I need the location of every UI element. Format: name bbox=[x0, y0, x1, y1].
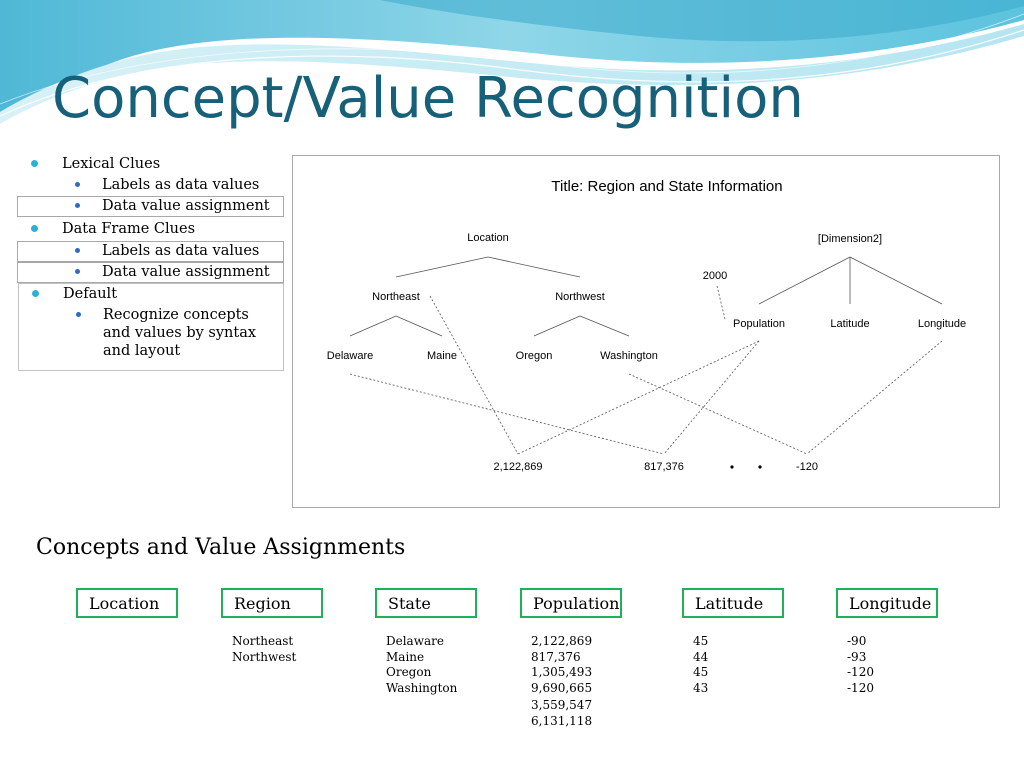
tree-edges bbox=[349, 256, 943, 337]
population-value: 1,305,493 bbox=[531, 665, 593, 679]
latitude-value: 45 bbox=[693, 634, 709, 648]
node-year-2000: 2000 bbox=[703, 270, 727, 282]
node-population: Population bbox=[733, 318, 785, 330]
value-2122869: 2,122,869 bbox=[494, 461, 543, 473]
population-value: 2,122,869 bbox=[531, 634, 593, 648]
concept-box-state: State bbox=[375, 588, 477, 618]
section-heading: Concepts and Value Assignments bbox=[36, 535, 406, 560]
concept-column-longitude: Longitude -90 -93 -120 -120 bbox=[836, 588, 996, 696]
bullet-lexical-clues: Lexical Clues bbox=[18, 154, 284, 176]
value-817376: 817,376 bbox=[644, 461, 684, 473]
longitude-values: -90 -93 -120 -120 bbox=[836, 634, 996, 696]
ellipsis-dot bbox=[730, 465, 734, 469]
concept-box-location: Location bbox=[76, 588, 178, 618]
state-value: Delaware bbox=[386, 634, 444, 648]
longitude-value: -90 bbox=[847, 634, 867, 648]
concept-box-region: Region bbox=[221, 588, 323, 618]
population-value: 6,131,118 bbox=[531, 713, 593, 728]
value-minus-120: -120 bbox=[796, 461, 818, 473]
bullet-frame-data-value-assignment: Data value assignment bbox=[17, 262, 284, 283]
longitude-value: -120 bbox=[847, 665, 874, 679]
node-latitude: Latitude bbox=[830, 318, 869, 330]
region-state-diagram: Title: Region and State Information Loca… bbox=[292, 155, 1000, 508]
longitude-value: -93 bbox=[847, 649, 867, 664]
node-location: Location bbox=[467, 232, 509, 244]
bullet-data-value-assignment: Data value assignment bbox=[17, 196, 284, 217]
assignment-links bbox=[349, 285, 943, 455]
population-values: 2,122,869 817,376 1,305,493 9,690,665 3,… bbox=[520, 634, 680, 729]
population-value: 817,376 bbox=[531, 649, 581, 664]
concept-column-state: State Delaware Maine Oregon Washington bbox=[375, 588, 535, 696]
bullet-data-frame-clues: Data Frame Clues bbox=[18, 219, 284, 241]
population-value: 9,690,665 bbox=[531, 680, 593, 695]
state-value: Maine bbox=[386, 649, 425, 664]
default-bullet-block: Default Recognize concepts and values by… bbox=[18, 283, 284, 371]
clue-bullet-list: Lexical Clues Labels as data values Data… bbox=[17, 154, 284, 371]
bullet-frame-labels-as-data-values: Labels as data values bbox=[17, 241, 284, 262]
node-dimension2: [Dimension2] bbox=[818, 233, 882, 245]
bullet-labels-as-data-values: Labels as data values bbox=[18, 176, 284, 196]
state-value: Oregon bbox=[386, 665, 432, 679]
latitude-value: 45 bbox=[693, 665, 709, 679]
node-northeast: Northeast bbox=[372, 291, 420, 303]
node-northwest: Northwest bbox=[555, 291, 605, 303]
state-value: Washington bbox=[386, 680, 458, 695]
decorative-wave-banner bbox=[0, 0, 1024, 124]
node-washington: Washington bbox=[600, 350, 658, 362]
bullet-default: Default bbox=[19, 284, 283, 306]
concept-box-longitude: Longitude bbox=[836, 588, 938, 618]
node-longitude: Longitude bbox=[918, 318, 966, 330]
concept-column-latitude: Latitude 45 44 45 43 bbox=[682, 588, 842, 696]
population-value: 3,559,547 bbox=[531, 698, 593, 712]
node-delaware: Delaware bbox=[327, 350, 373, 362]
node-oregon: Oregon bbox=[516, 350, 553, 362]
region-value: Northwest bbox=[232, 649, 297, 664]
bullet-recognize-concepts: Recognize concepts and values by syntax … bbox=[19, 306, 283, 360]
slide-title: Concept/Value Recognition bbox=[52, 66, 804, 131]
concept-column-region: Region Northeast Northwest bbox=[221, 588, 381, 665]
ellipsis-dot bbox=[758, 465, 762, 469]
latitude-value: 44 bbox=[693, 649, 709, 664]
concept-box-latitude: Latitude bbox=[682, 588, 784, 618]
latitude-values: 45 44 45 43 bbox=[682, 634, 842, 696]
latitude-value: 43 bbox=[693, 680, 709, 695]
longitude-value: -120 bbox=[847, 680, 874, 695]
node-maine: Maine bbox=[427, 350, 457, 362]
region-values: Northeast Northwest bbox=[221, 634, 381, 665]
concept-column-location: Location bbox=[76, 588, 236, 618]
diagram-title: Title: Region and State Information bbox=[551, 178, 782, 195]
concept-column-population: Population 2,122,869 817,376 1,305,493 9… bbox=[520, 588, 680, 729]
concept-box-population: Population bbox=[520, 588, 622, 618]
region-value: Northeast bbox=[232, 634, 294, 648]
state-values: Delaware Maine Oregon Washington bbox=[375, 634, 535, 696]
